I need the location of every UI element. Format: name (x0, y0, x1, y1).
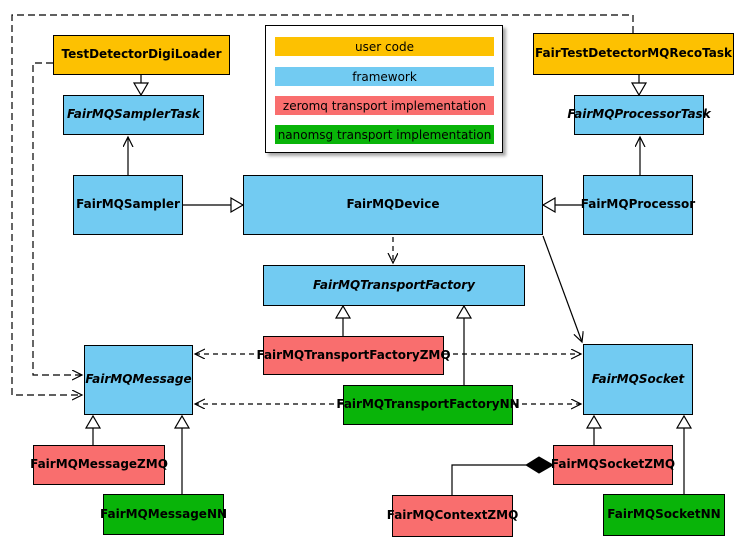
inheritance-messagenn-to-message (173, 414, 191, 494)
legend: user code framework zeromq transport imp… (265, 25, 503, 153)
dependency-recotask-to-message (11, 14, 634, 395)
node-label: FairMQTransportFactoryZMQ (256, 347, 451, 362)
node-fairmqsampler: FairMQSampler (73, 175, 183, 235)
node-label: FairMQProcessor (580, 197, 696, 212)
node-label: FairTestDetectorMQRecoTask (535, 46, 732, 61)
legend-label: nanomsg transport implementation (277, 127, 492, 142)
inheritance-processor-to-device (541, 196, 583, 214)
node-fairmqsocketzmq: FairMQSocketZMQ (550, 445, 676, 485)
inheritance-socketzmq-to-socket (585, 414, 603, 445)
inheritance-sampler-to-device (183, 196, 245, 214)
node-label: FairMQSocket (591, 371, 685, 386)
node-testdetectordigiloader: TestDetectorDigiLoader (53, 35, 230, 75)
node-fairmqmessagezmq: FairMQMessageZMQ (30, 445, 168, 485)
inheritance-factoryzmq-to-factory (334, 304, 352, 336)
composition-contextzmq-to-socketzmq (451, 456, 555, 495)
inheritance-digiloader-to-samplertask (132, 75, 150, 97)
association-device-to-socket (542, 235, 582, 342)
legend-item-nanomsg: nanomsg transport implementation (275, 125, 494, 144)
node-fairmqprocessor: FairMQProcessor (580, 175, 696, 235)
node-label: FairMQSocketNN (607, 507, 721, 522)
node-label: FairMQSocketZMQ (550, 457, 676, 472)
inheritance-messagezmq-to-message (84, 414, 102, 445)
node-fairmqmessage: FairMQMessage (84, 345, 193, 415)
legend-item-user-code: user code (275, 37, 494, 56)
legend-label: zeromq transport implementation (282, 98, 487, 113)
node-fairmqprocessortask: FairMQProcessorTask (567, 95, 711, 135)
node-label: FairMQSampler (76, 197, 180, 212)
legend-label: framework (352, 69, 417, 84)
node-label: FairMQTransportFactory (313, 277, 475, 292)
node-label: FairMQMessageZMQ (30, 457, 168, 472)
legend-label: user code (355, 39, 414, 54)
dependency-digiloader-to-message (32, 62, 82, 375)
inheritance-factorynn-to-factory (455, 304, 473, 385)
node-label: FairMQContextZMQ (386, 508, 519, 523)
node-fairmqsocketnn: FairMQSocketNN (603, 494, 725, 536)
legend-item-framework: framework (275, 67, 494, 86)
node-fairmqdevice: FairMQDevice (243, 175, 543, 235)
node-label: FairMQProcessorTask (567, 107, 711, 122)
node-fairmqtransportfactory: FairMQTransportFactory (263, 265, 525, 306)
legend-item-zeromq: zeromq transport implementation (275, 96, 494, 115)
node-fairmqtransportfactoryzmq: FairMQTransportFactoryZMQ (256, 336, 451, 375)
inheritance-recotask-to-processortask (630, 75, 648, 97)
node-label: FairMQTransportFactoryNN (336, 397, 520, 412)
node-label: FairMQSamplerTask (66, 107, 201, 122)
node-label: FairMQDevice (346, 197, 440, 212)
node-fairmqtransportfactorynn: FairMQTransportFactoryNN (336, 385, 520, 425)
node-fairmqcontextzmq: FairMQContextZMQ (387, 495, 518, 537)
node-fairtestdetectormqrecotask: FairTestDetectorMQRecoTask (533, 33, 734, 75)
inheritance-socketnn-to-socket (675, 414, 693, 494)
node-label: FairMQMessageNN (99, 506, 228, 521)
node-fairmqsamplertask: FairMQSamplerTask (63, 95, 204, 135)
node-label: FairMQMessage (85, 372, 192, 387)
node-label: TestDetectorDigiLoader (61, 47, 222, 62)
node-fairmqsocket: FairMQSocket (583, 344, 693, 415)
node-fairmqmessagenn: FairMQMessageNN (99, 494, 228, 535)
